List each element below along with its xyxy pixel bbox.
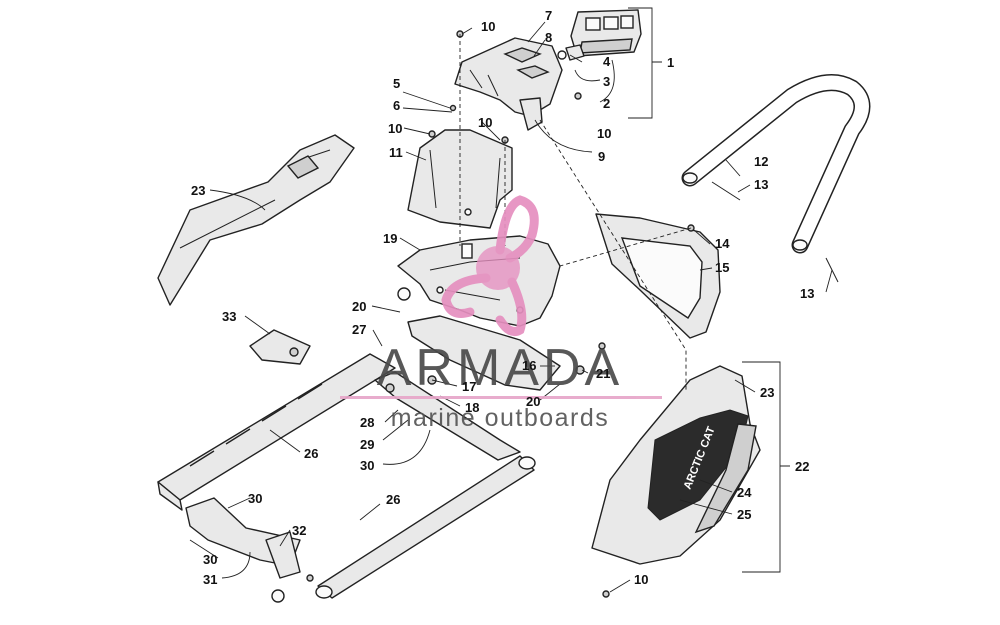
callout-23-left[interactable]: 23: [191, 183, 205, 198]
callout-30-left[interactable]: 30: [203, 552, 217, 567]
watermark: ARMADA marine outboards: [340, 195, 662, 432]
tail-housing[interactable]: [454, 37, 563, 131]
lower-deflector[interactable]: [407, 315, 561, 391]
callout-17[interactable]: 17: [462, 379, 476, 394]
callout-1[interactable]: 1: [667, 55, 674, 70]
alignment-lines: [459, 34, 692, 390]
cross-brackets[interactable]: [185, 287, 521, 603]
callout-10-mid[interactable]: 10: [478, 115, 492, 130]
grab-bar[interactable]: [681, 74, 871, 283]
side-cover[interactable]: ARCTIC CAT: [591, 365, 761, 565]
callout-4[interactable]: 4: [603, 54, 611, 69]
callout-30-right[interactable]: 30: [248, 491, 262, 506]
callout-15[interactable]: 15: [715, 260, 729, 275]
frame-rails[interactable]: [157, 353, 536, 599]
callout-3[interactable]: 3: [603, 74, 610, 89]
callout-20-left[interactable]: 20: [352, 299, 366, 314]
watermark-logo: [441, 195, 539, 337]
callout-26-lower[interactable]: 26: [386, 492, 400, 507]
leader-lines: [189, 21, 833, 593]
watermark-divider: [340, 396, 662, 399]
callout-10-top[interactable]: 10: [481, 19, 495, 34]
callout-14[interactable]: 14: [715, 236, 730, 251]
callout-11[interactable]: 11: [389, 145, 403, 160]
mounting-bracket[interactable]: [407, 129, 513, 229]
callout-30-mid[interactable]: 30: [360, 458, 374, 473]
callout-10-right[interactable]: 10: [597, 126, 611, 141]
callout-8[interactable]: 8: [545, 30, 552, 45]
callout-25[interactable]: 25: [737, 507, 751, 522]
group-bracket-1: [628, 7, 662, 119]
taillight-assembly[interactable]: [557, 9, 642, 61]
watermark-subtitle: marine outboards: [391, 404, 610, 432]
callout-10-bottom[interactable]: 10: [634, 572, 648, 587]
callout-28[interactable]: 28: [360, 415, 374, 430]
side-panel[interactable]: [595, 213, 721, 339]
callout-21[interactable]: 21: [596, 366, 610, 381]
callout-20-right[interactable]: 20: [526, 394, 540, 409]
callout-32[interactable]: 32: [292, 523, 306, 538]
callout-23-right[interactable]: 23: [760, 385, 774, 400]
callout-16[interactable]: 16: [522, 358, 536, 373]
callout-29[interactable]: 29: [360, 437, 374, 452]
callout-33[interactable]: 33: [222, 309, 236, 324]
callouts: 1 2 3 4 5 6 7 8 9 10 10 10 10 10 11 12 1…: [191, 8, 814, 587]
seat-pad[interactable]: [249, 329, 311, 365]
callout-22[interactable]: 22: [795, 459, 809, 474]
callout-27[interactable]: 27: [352, 322, 366, 337]
group-bracket-22: [742, 361, 790, 573]
callout-9[interactable]: 9: [598, 149, 605, 164]
callout-6[interactable]: 6: [393, 98, 400, 113]
left-side-trim[interactable]: [157, 134, 355, 306]
callout-18[interactable]: 18: [465, 400, 479, 415]
callout-31[interactable]: 31: [203, 572, 217, 587]
callout-24[interactable]: 24: [737, 485, 752, 500]
callout-13-top[interactable]: 13: [754, 177, 768, 192]
callout-10-left[interactable]: 10: [388, 121, 402, 136]
callout-19[interactable]: 19: [383, 231, 397, 246]
callout-13-bottom[interactable]: 13: [800, 286, 814, 301]
callout-5[interactable]: 5: [393, 76, 400, 91]
callout-7[interactable]: 7: [545, 8, 552, 23]
callout-26-upper[interactable]: 26: [304, 446, 318, 461]
watermark-brand: ARMADA: [377, 339, 623, 397]
callout-2[interactable]: 2: [603, 96, 610, 111]
callout-12[interactable]: 12: [754, 154, 768, 169]
